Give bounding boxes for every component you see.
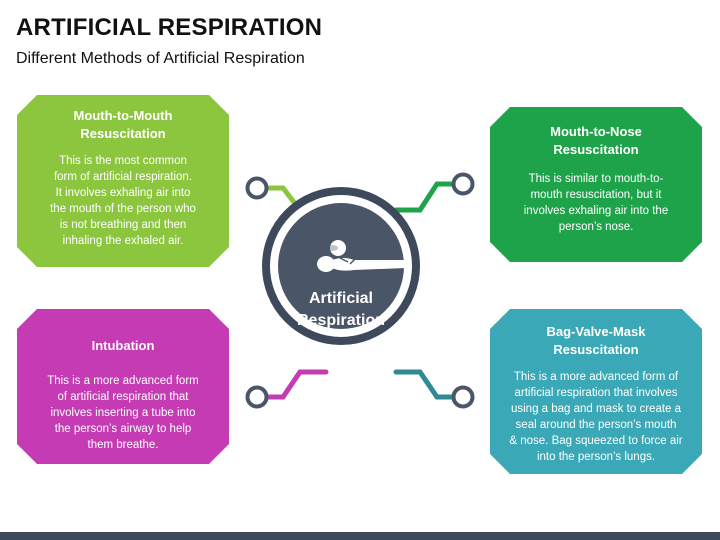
- description-line: the mouth of the person who: [50, 203, 196, 215]
- center-label-line2: Respiration: [296, 312, 385, 329]
- connector-bottom-right: [393, 369, 454, 400]
- description-line: them breathe.: [87, 439, 159, 451]
- description-line: This is a more advanced form of: [513, 371, 679, 383]
- method-title: Intubation: [17, 337, 229, 355]
- description-line: artificial respiration that involves: [514, 387, 678, 399]
- method-description: This is similar to mouth-to- mouth resus…: [490, 171, 702, 235]
- method-title: Mouth-to-Mouth Resuscitation: [17, 107, 229, 143]
- description-line: is not breathing and then: [59, 219, 187, 231]
- method-title-line1: Mouth-to-Nose: [550, 124, 642, 139]
- connector-node-bottom-right: [451, 385, 475, 409]
- connector-bottom-left: [266, 369, 329, 400]
- method-title-line1: Bag-Valve-Mask: [546, 324, 646, 339]
- description-line: the person’s airway to help: [54, 423, 192, 435]
- description-line: inhaling the exhaled air.: [62, 235, 184, 247]
- method-title-line2: Resuscitation: [80, 126, 166, 141]
- description-line: form of artificial respiration.: [53, 171, 193, 183]
- method-description: This is the most common form of artifici…: [17, 153, 229, 249]
- center-label: Artificial Respiration: [278, 288, 404, 332]
- page-subtitle: Different Methods of Artificial Respirat…: [16, 50, 305, 67]
- method-title: Bag-Valve-Mask Resuscitation: [490, 323, 702, 359]
- description-line: involves inserting a tube into: [50, 407, 196, 419]
- method-title-line1: Mouth-to-Mouth: [73, 108, 173, 123]
- method-card-mouth-to-mouth: Mouth-to-Mouth Resuscitation This is the…: [17, 95, 229, 267]
- method-title-line2: Resuscitation: [553, 142, 639, 157]
- description-line: into the person’s lungs.: [536, 451, 656, 463]
- description-line: This is similar to mouth-to-: [528, 173, 664, 185]
- center-label-line1: Artificial: [308, 290, 373, 307]
- method-title: Mouth-to-Nose Resuscitation: [490, 123, 702, 159]
- description-line: person’s nose.: [558, 221, 634, 233]
- description-line: seal around the person’s mouth: [515, 419, 677, 431]
- method-title-line2: Resuscitation: [553, 342, 639, 357]
- method-description: This is a more advanced form of artifici…: [490, 369, 702, 465]
- connector-node-top-right: [451, 172, 475, 196]
- description-line: involves exhaling air into the: [523, 205, 669, 217]
- description-line: This is a more advanced form: [47, 375, 199, 387]
- description-line: It involves exhaling air into: [55, 187, 191, 199]
- description-line: using a bag and mask to create a: [510, 403, 682, 415]
- person-lying-icon: [317, 240, 408, 272]
- footer-bar: [0, 532, 720, 540]
- description-line: mouth resuscitation, but it: [530, 189, 662, 201]
- method-description: This is a more advanced form of artifici…: [17, 373, 229, 453]
- description-line: of artificial respiration that: [57, 391, 189, 403]
- description-line: & nose. Bag squeezed to force air: [509, 435, 683, 447]
- method-card-bag-valve-mask: Bag-Valve-Mask Resuscitation This is a m…: [490, 309, 702, 474]
- connector-top-right: [393, 181, 454, 213]
- method-card-intubation: Intubation This is a more advanced form …: [17, 309, 229, 464]
- connector-node-bottom-left: [245, 385, 269, 409]
- method-card-mouth-to-nose: Mouth-to-Nose Resuscitation This is simi…: [490, 107, 702, 262]
- method-title-line1: Intubation: [91, 338, 155, 353]
- page-title: ARTIFICIAL RESPIRATION: [16, 14, 323, 41]
- description-line: This is the most common: [59, 155, 187, 167]
- connector-node-top-left: [245, 176, 269, 200]
